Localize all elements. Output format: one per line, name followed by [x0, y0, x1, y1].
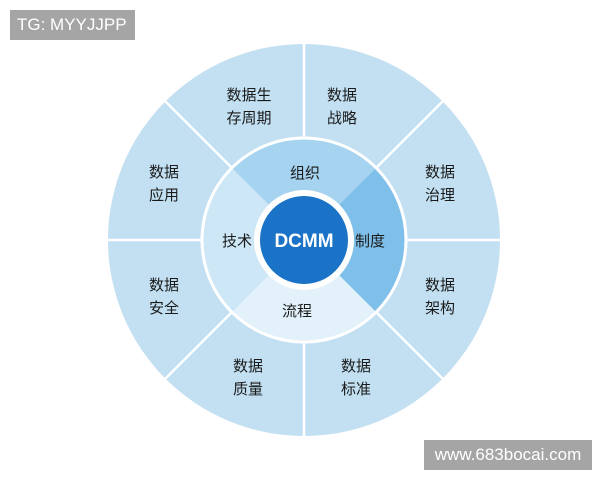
- capability-quadrant-bottom: [231, 275, 377, 343]
- capability-quadrant-right: [339, 167, 406, 313]
- domain-label: 数据质量: [233, 357, 263, 398]
- outer-dividers: [106, 42, 502, 438]
- tg-tag: TG: MYYJJPP: [10, 10, 135, 40]
- dcmm-core: DCMM: [254, 190, 354, 290]
- capability-quadrant-top: [231, 138, 377, 205]
- domain-label: 数据安全: [149, 276, 179, 317]
- capability-label: 技术: [222, 232, 252, 250]
- domain-label: 数据治理: [425, 163, 455, 204]
- outer-divider: [375, 311, 445, 381]
- outer-divider: [163, 99, 233, 169]
- core-circle: [260, 196, 348, 284]
- domain-label: 数据架构: [425, 276, 455, 317]
- capability-label: 流程: [282, 302, 312, 320]
- domain-label: 数据标准: [341, 357, 371, 398]
- domain-label: 数据应用: [149, 163, 179, 204]
- capability-quadrant-left: [202, 167, 269, 313]
- capability-label: 制度: [355, 232, 385, 250]
- core-label: DCMM: [274, 231, 333, 252]
- domain-label: 数据生存周期: [226, 86, 271, 127]
- capability-ring-border: [200, 136, 408, 344]
- website-url-tag: www.683bocai.com: [424, 440, 592, 470]
- outer-divider: [375, 99, 445, 169]
- capability-label: 组织: [290, 164, 320, 182]
- domain-label: 数据战略: [327, 86, 357, 127]
- outer-divider: [163, 311, 233, 381]
